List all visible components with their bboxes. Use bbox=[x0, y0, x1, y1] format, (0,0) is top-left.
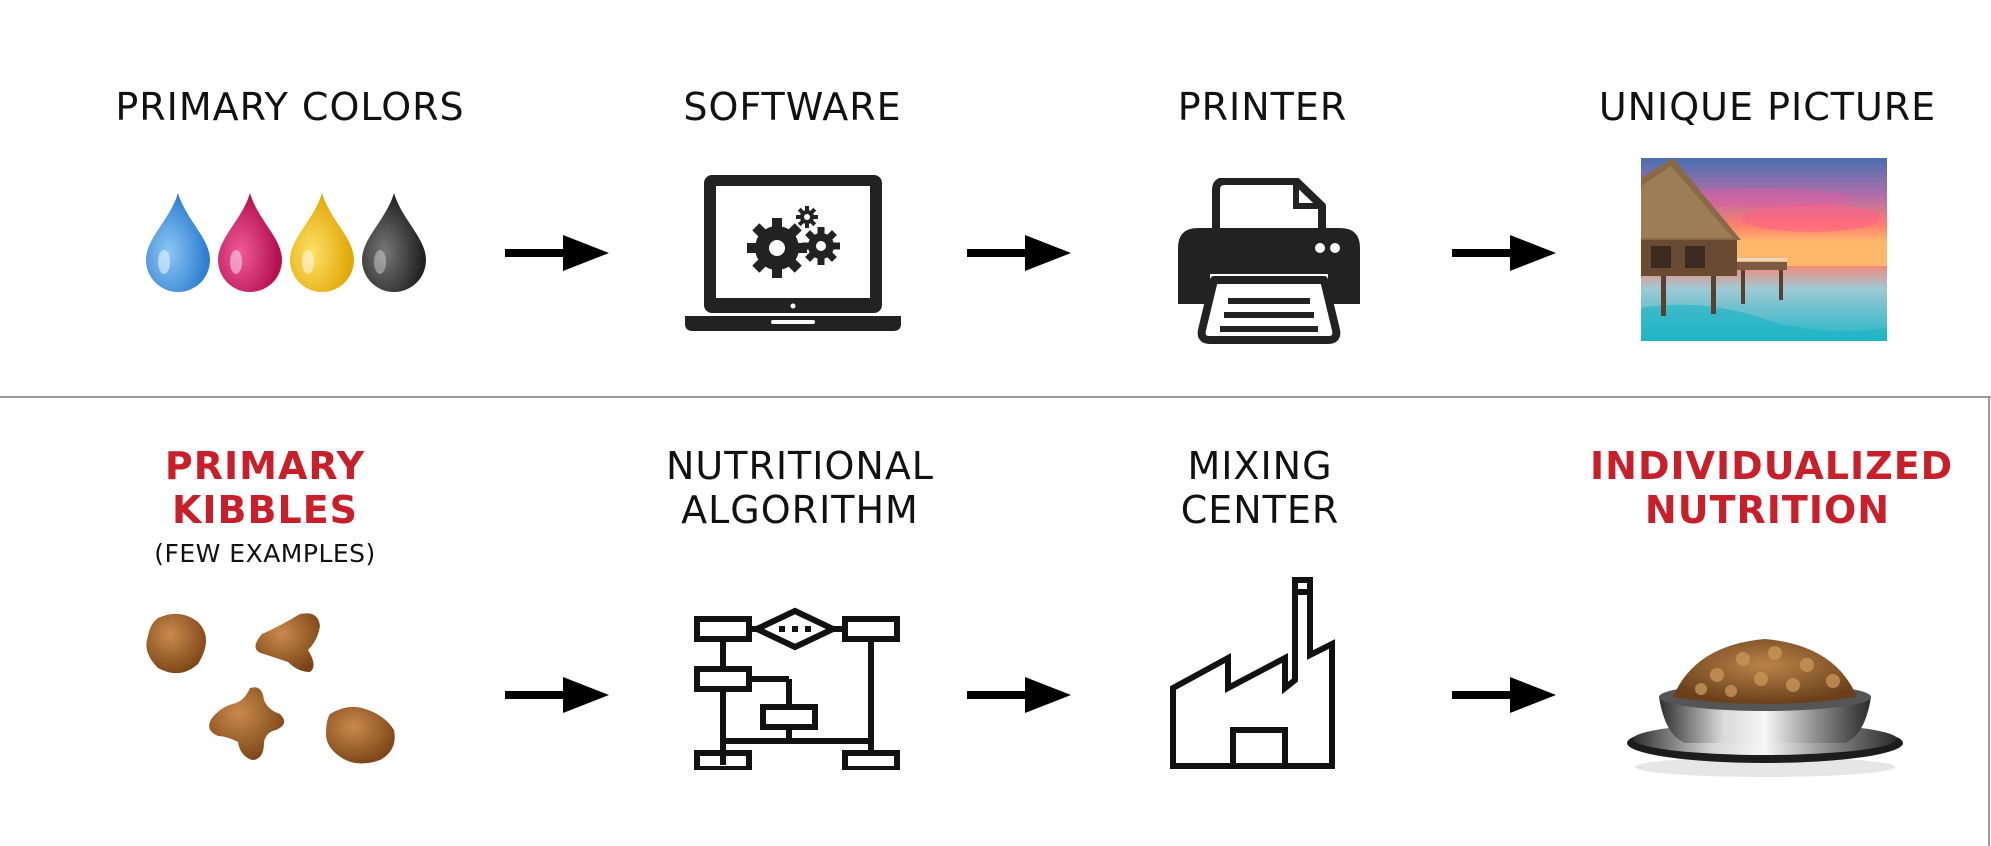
step-label-software: SOFTWARE bbox=[683, 85, 902, 129]
step-label-primary-colors: PRIMARY COLORS bbox=[115, 85, 465, 129]
label-line: NUTRITIONAL bbox=[666, 444, 934, 488]
label-line: MIXING bbox=[1187, 444, 1333, 488]
flowchart-icon bbox=[694, 607, 900, 770]
label-line: INDIVIDUALIZED bbox=[1590, 444, 1954, 488]
arrow-right-icon bbox=[1452, 677, 1556, 713]
cyan-drop-icon bbox=[146, 193, 210, 292]
section-divider-right bbox=[1988, 396, 1990, 846]
laptop-gears-icon bbox=[685, 175, 901, 331]
ink-drops-icon bbox=[146, 193, 426, 292]
step-label-printer: PRINTER bbox=[1177, 85, 1348, 129]
food-bowl-icon bbox=[1627, 639, 1903, 777]
label-line: ALGORITHM bbox=[681, 488, 919, 532]
label-line: KIBBLES bbox=[171, 488, 359, 532]
label-line: CENTER bbox=[1180, 488, 1340, 532]
arrow-right-icon bbox=[1452, 235, 1556, 271]
arrow-right-icon bbox=[967, 235, 1071, 271]
arrow-right-icon bbox=[505, 235, 609, 271]
step-label-mixing-center: MIXING CENTER bbox=[1125, 444, 1395, 532]
step-label-primary-kibbles: PRIMARY KIBBLES bbox=[105, 444, 425, 532]
yellow-drop-icon bbox=[290, 193, 354, 292]
factory-icon bbox=[1170, 577, 1335, 769]
step-label-unique-picture: UNIQUE PICTURE bbox=[1598, 85, 1937, 129]
step-label-nutritional-algorithm: NUTRITIONAL ALGORITHM bbox=[635, 444, 965, 532]
printer-icon bbox=[1178, 178, 1360, 344]
section-divider bbox=[0, 396, 1991, 398]
gear-icon bbox=[796, 206, 818, 228]
label-line: NUTRITION bbox=[1644, 488, 1891, 532]
arrow-right-icon bbox=[505, 677, 609, 713]
magenta-drop-icon bbox=[218, 193, 282, 292]
gear-icon bbox=[747, 218, 807, 278]
gear-icon bbox=[802, 227, 840, 265]
step-note-few-examples: (FEW EXAMPLES) bbox=[154, 539, 376, 568]
beach-photo bbox=[1641, 158, 1887, 341]
arrow-right-icon bbox=[967, 677, 1071, 713]
step-label-individualized-nutrition: INDIVIDUALIZED NUTRITION bbox=[1590, 444, 1954, 532]
black-drop-icon bbox=[362, 193, 426, 292]
kibbles-icon bbox=[146, 613, 395, 764]
label-line: PRIMARY bbox=[164, 444, 366, 488]
